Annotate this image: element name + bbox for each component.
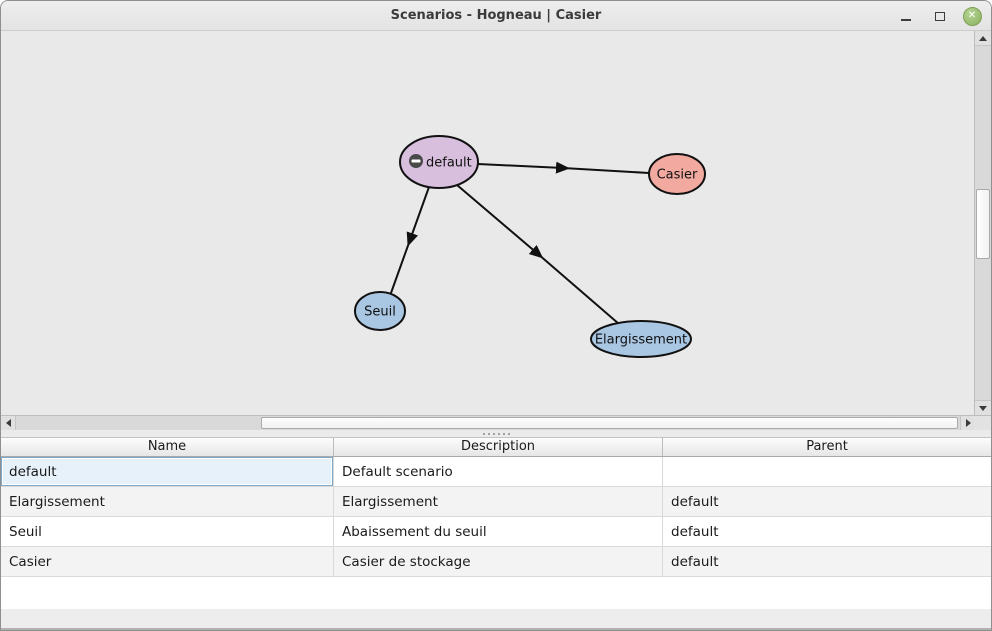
minimize-button[interactable] bbox=[895, 1, 917, 31]
column-header-parent[interactable]: Parent bbox=[806, 439, 848, 454]
cell-description[interactable]: Elargissement bbox=[334, 487, 663, 516]
table-row: Casier Casier de stockage default bbox=[1, 547, 991, 577]
graph-node-elargissement[interactable]: Elargissement bbox=[590, 320, 692, 358]
node-label: default bbox=[426, 156, 472, 171]
titlebar[interactable]: Scenarios - Hogneau | Casier ✕ bbox=[1, 1, 991, 31]
scroll-down-button[interactable] bbox=[975, 400, 991, 415]
graph-edge-default-seuil bbox=[390, 186, 430, 294]
splitter-handle[interactable] bbox=[1, 430, 991, 437]
minimize-icon bbox=[901, 18, 911, 21]
right-arrow-icon bbox=[966, 419, 971, 427]
cell-name[interactable]: Seuil bbox=[1, 517, 334, 546]
maximize-button[interactable] bbox=[929, 1, 951, 31]
cell-parent[interactable] bbox=[663, 457, 991, 486]
left-arrow-icon bbox=[5, 419, 11, 427]
cell-description[interactable]: Abaissement du seuil bbox=[334, 517, 663, 546]
cell-description[interactable]: Default scenario bbox=[334, 457, 663, 486]
table-row: Elargissement Elargissement default bbox=[1, 487, 991, 517]
cell-parent[interactable]: default bbox=[671, 553, 719, 570]
graph-node-casier[interactable]: Casier bbox=[648, 153, 706, 195]
graph-edge-default-casier bbox=[477, 161, 650, 174]
cell-name[interactable]: default bbox=[1, 457, 334, 486]
scroll-right-button[interactable] bbox=[960, 416, 976, 430]
column-header-name[interactable]: Name bbox=[1, 438, 334, 456]
drag-dots-icon bbox=[482, 432, 510, 435]
graph-node-default[interactable]: default bbox=[399, 135, 479, 189]
horizontal-scrollbar[interactable] bbox=[1, 415, 976, 430]
table-empty-area bbox=[1, 577, 991, 610]
up-arrow-icon bbox=[979, 35, 987, 41]
vertical-scrollbar[interactable] bbox=[974, 31, 991, 415]
close-icon: ✕ bbox=[962, 6, 982, 26]
cell-parent[interactable]: default bbox=[671, 523, 719, 540]
minus-badge-icon bbox=[409, 154, 423, 168]
horizontal-scrollbar-thumb[interactable] bbox=[261, 417, 958, 429]
table-header: Name Description Parent bbox=[1, 437, 991, 457]
node-label: Elargissement bbox=[595, 333, 687, 348]
down-arrow-icon bbox=[979, 405, 987, 411]
graph-canvas: default Casier Seuil Elargissement bbox=[1, 31, 974, 415]
cell-name[interactable]: Casier bbox=[1, 547, 334, 576]
scrollbar-corner bbox=[974, 415, 991, 430]
close-button[interactable]: ✕ bbox=[961, 1, 983, 31]
cell-description[interactable]: Casier de stockage bbox=[334, 547, 663, 576]
scenario-table: Name Description Parent default Default … bbox=[1, 437, 991, 630]
scenario-graph: default Casier Seuil Elargissement bbox=[354, 135, 706, 358]
table-row: default Default scenario bbox=[1, 457, 991, 487]
status-bar bbox=[1, 609, 991, 630]
vertical-scrollbar-thumb[interactable] bbox=[976, 189, 990, 259]
cell-name[interactable]: Elargissement bbox=[1, 487, 334, 516]
table-row: Seuil Abaissement du seuil default bbox=[1, 517, 991, 547]
graph-node-seuil[interactable]: Seuil bbox=[354, 291, 406, 331]
maximize-icon bbox=[935, 11, 945, 21]
window-title: Scenarios - Hogneau | Casier bbox=[390, 8, 602, 23]
column-header-description[interactable]: Description bbox=[334, 438, 663, 456]
cell-parent[interactable]: default bbox=[671, 493, 719, 510]
scroll-up-button[interactable] bbox=[975, 31, 991, 46]
node-label: Seuil bbox=[364, 305, 396, 320]
graph-edge-default-elargissement bbox=[456, 184, 620, 325]
scroll-left-button[interactable] bbox=[1, 416, 16, 430]
node-label: Casier bbox=[657, 168, 698, 183]
